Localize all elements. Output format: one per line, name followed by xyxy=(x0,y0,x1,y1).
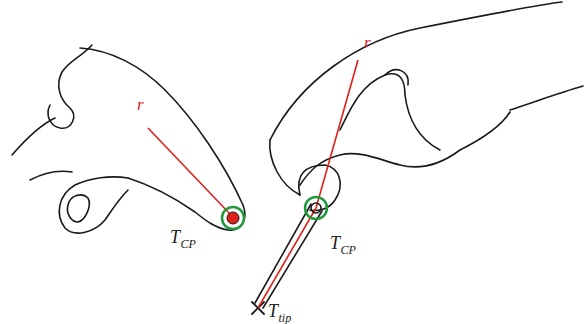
contact-point xyxy=(311,203,321,213)
contact-ring xyxy=(222,207,244,229)
frame-label: T xyxy=(330,234,340,252)
index-finger-outline xyxy=(340,74,440,150)
thumb-outline xyxy=(59,177,128,233)
vector-label: r⃗ xyxy=(364,34,384,51)
frame-label: T xyxy=(268,302,278,320)
hand-outline xyxy=(270,2,562,140)
frame-subscript: tip xyxy=(279,312,292,324)
stylus-edge xyxy=(263,211,322,308)
frame-subscript: CP xyxy=(341,244,356,256)
hand-outline xyxy=(510,86,583,110)
vector-r xyxy=(148,128,230,214)
frame-subscript: CP xyxy=(181,238,196,250)
thumb-nail xyxy=(67,195,89,222)
hand-outline xyxy=(270,140,300,195)
index-finger-outline xyxy=(80,48,245,230)
hand-outline xyxy=(300,112,510,185)
frame-label: T xyxy=(170,228,180,246)
hand-edge xyxy=(12,118,55,155)
hand-edge xyxy=(30,171,72,180)
stylus-edge xyxy=(255,204,311,303)
stylus-axis xyxy=(258,208,316,308)
finger-nail xyxy=(385,70,408,85)
contact-point xyxy=(227,212,239,224)
curled-finger xyxy=(48,45,92,128)
vector-r xyxy=(316,60,358,208)
contact-ring xyxy=(305,197,327,219)
vector-label: r⃗ xyxy=(137,96,157,113)
